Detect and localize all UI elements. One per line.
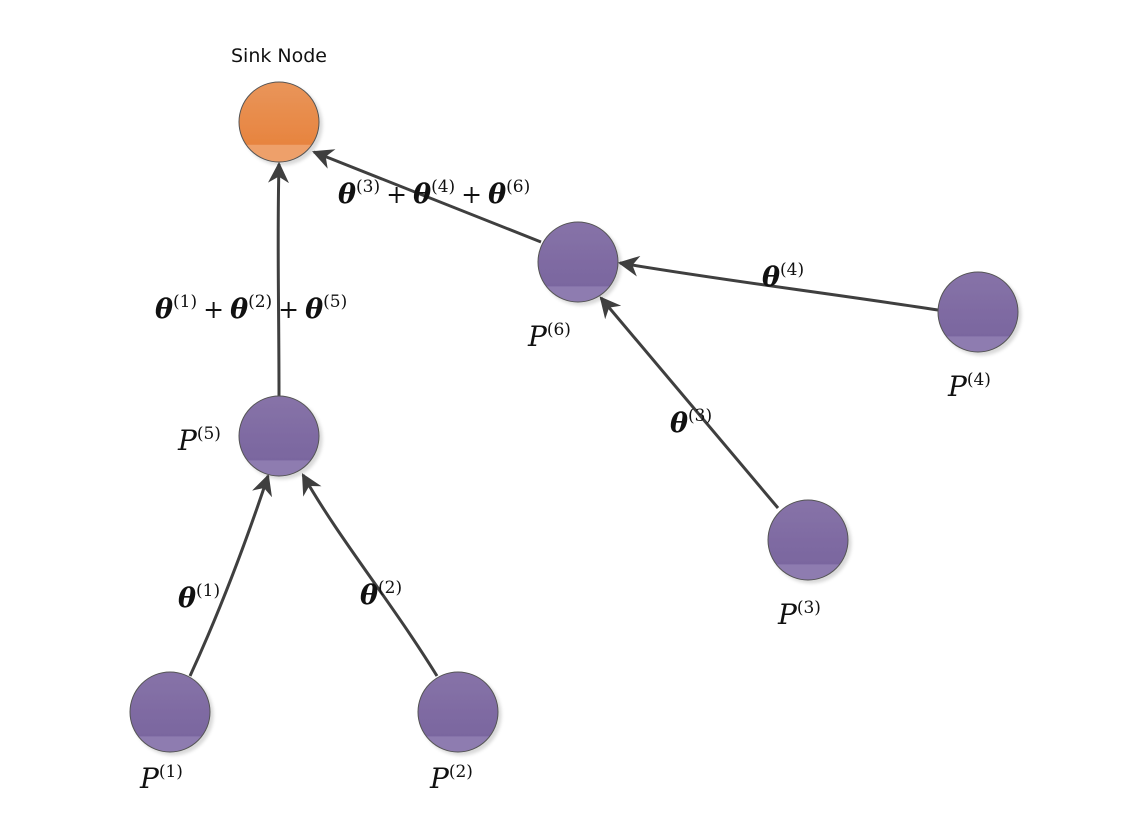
edge-label-p6-sink: θ(3)+θ(4)+θ(6) bbox=[338, 177, 530, 210]
edge-label-p2-p5: θ(2) bbox=[360, 578, 402, 611]
edge-p1-to-p5 bbox=[188, 474, 272, 677]
edge-label-p3-p6: θ(3) bbox=[670, 406, 712, 439]
svg-text:P(4): P(4) bbox=[947, 370, 991, 403]
edge-p3-to-p6 bbox=[599, 296, 780, 509]
svg-text:P(3): P(3) bbox=[777, 598, 821, 631]
svg-text:P(6): P(6) bbox=[527, 320, 571, 353]
svg-text:P(5): P(5) bbox=[177, 424, 221, 457]
edge-p2-to-p5 bbox=[301, 473, 439, 677]
edge-p4-to-p6 bbox=[617, 255, 939, 312]
edge-p6-to-sink bbox=[312, 149, 542, 244]
node-p5: P(5) bbox=[177, 395, 320, 477]
node-p3: P(3) bbox=[767, 499, 849, 631]
edge-p5-to-sink bbox=[268, 161, 290, 397]
edge-label-p1-p5: θ(1) bbox=[178, 581, 220, 614]
sink-node-label: Sink Node bbox=[231, 45, 327, 67]
sink-node bbox=[238, 81, 320, 163]
node-p6: P(6) bbox=[527, 221, 619, 353]
edge-label-p4-p6: θ(4) bbox=[762, 260, 804, 293]
node-p2: P(2) bbox=[417, 671, 499, 795]
svg-text:P(1): P(1) bbox=[139, 762, 183, 795]
node-p1: P(1) bbox=[129, 671, 211, 795]
svg-text:P(2): P(2) bbox=[429, 762, 473, 795]
edge-label-p5-sink: θ(1)+θ(2)+θ(5) bbox=[155, 292, 347, 325]
node-p4: P(4) bbox=[937, 271, 1019, 403]
